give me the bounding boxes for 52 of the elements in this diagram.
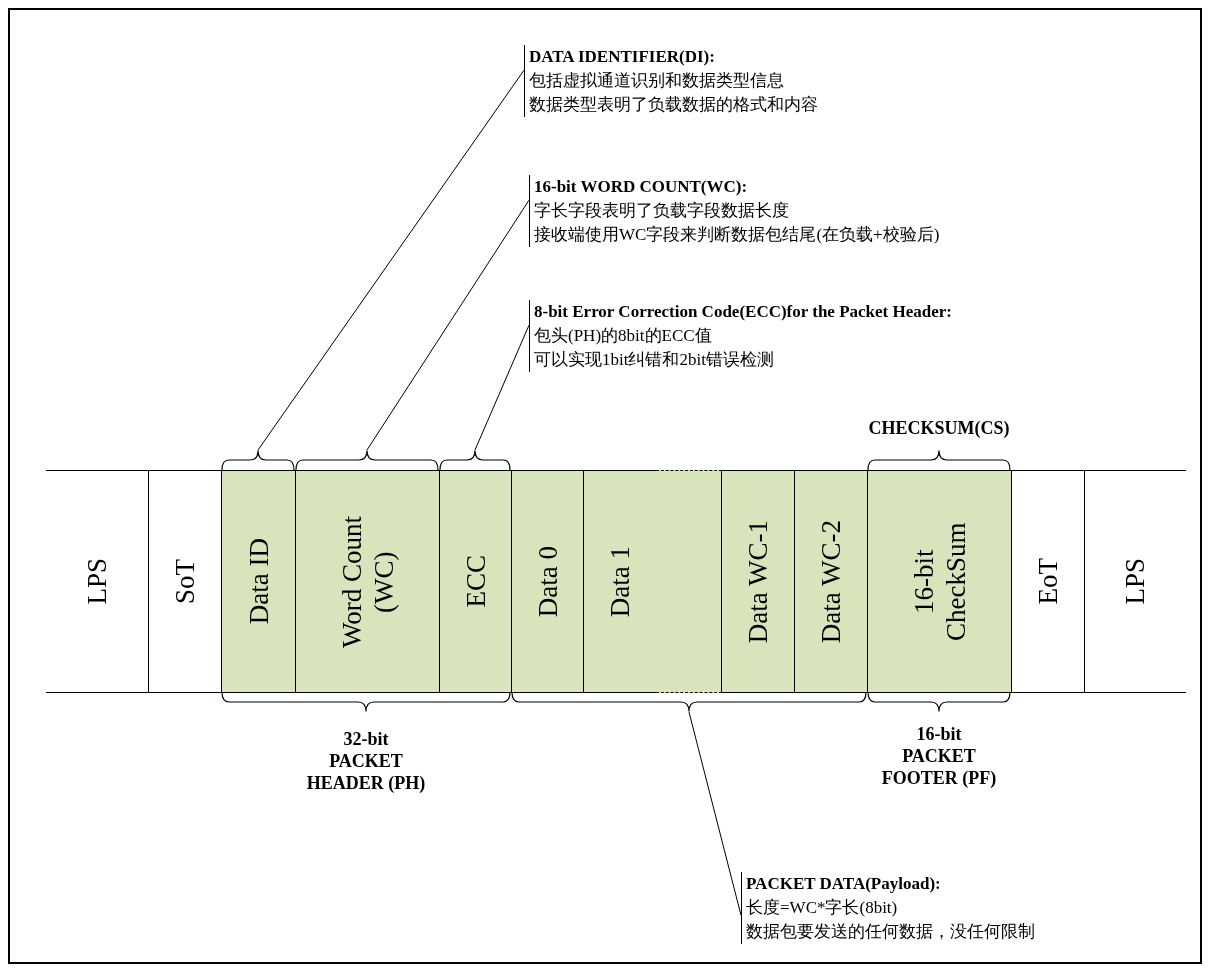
- section-label: 32-bit PACKET HEADER (PH): [306, 728, 426, 794]
- field-cell: [511, 470, 584, 693]
- field-name: Data ID: [242, 538, 275, 625]
- annotation-note: [529, 175, 940, 247]
- leader-line: [366, 199, 530, 451]
- section-label: CHECKSUM(CS): [867, 417, 1011, 439]
- annotation-note: [529, 300, 952, 372]
- note-heading: PACKET DATA(Payload):: [746, 873, 942, 895]
- lps-field: [46, 470, 149, 693]
- note-text: 字长字段表明了负载字段数据长度: [534, 200, 790, 222]
- field-cell: [721, 470, 795, 693]
- field-name: Word Count (WC): [335, 514, 400, 650]
- sot-field: [148, 470, 222, 693]
- field-cell: [221, 470, 296, 693]
- eot-field: [1011, 470, 1085, 693]
- gap-field: [656, 470, 722, 693]
- leader-line: [257, 69, 525, 451]
- field-cell: [295, 470, 440, 693]
- field-cell: [867, 470, 1012, 693]
- note-text: 数据类型表明了负载数据的格式和内容: [529, 94, 818, 116]
- field-name: ECC: [459, 555, 492, 608]
- field-name: Data 1: [604, 545, 637, 618]
- field-name: Data WC-1: [742, 519, 775, 644]
- field-cell: [583, 470, 657, 693]
- annotation-note: [524, 45, 818, 117]
- curly-brace: [221, 450, 295, 470]
- curly-brace: [295, 450, 439, 470]
- curly-brace: [439, 450, 511, 470]
- note-text: 数据包要发送的任何数据，没任何限制: [746, 921, 1035, 943]
- note-heading: 8-bit Error Correction Code(ECC)for the Packet Header:: [534, 301, 952, 323]
- lps-field: [1084, 470, 1186, 693]
- field-name: Data 0: [531, 545, 564, 618]
- note-text: 包头(PH)的8bit的ECC值: [534, 325, 713, 347]
- field-name: LPS: [1119, 558, 1152, 605]
- curly-brace: [511, 692, 867, 712]
- field-name: Data WC-2: [815, 519, 848, 644]
- leader-line: [474, 324, 530, 451]
- note-heading: 16-bit WORD COUNT(WC):: [534, 176, 749, 198]
- note-text: 长度=WC*字长(8bit): [746, 897, 899, 919]
- note-text: 接收端使用WC字段来判断数据包结尾(在负载+校验后): [534, 224, 940, 246]
- note-heading: DATA IDENTIFIER(DI):: [529, 46, 716, 68]
- field-name: LPS: [81, 558, 114, 605]
- note-text: 可以实现1bit纠错和2bit错误检测: [534, 349, 775, 371]
- field-name: 16-bit CheckSum: [907, 521, 972, 643]
- field-cell: [794, 470, 868, 693]
- annotation-note: [741, 872, 1035, 944]
- note-text: 包括虚拟通道识别和数据类型信息: [529, 70, 785, 92]
- field-name: SoT: [169, 559, 202, 604]
- leader-line: [688, 711, 742, 916]
- field-cell: [439, 470, 512, 693]
- field-name: EoT: [1032, 558, 1065, 605]
- section-label: 16-bit PACKET FOOTER (PF): [880, 723, 998, 789]
